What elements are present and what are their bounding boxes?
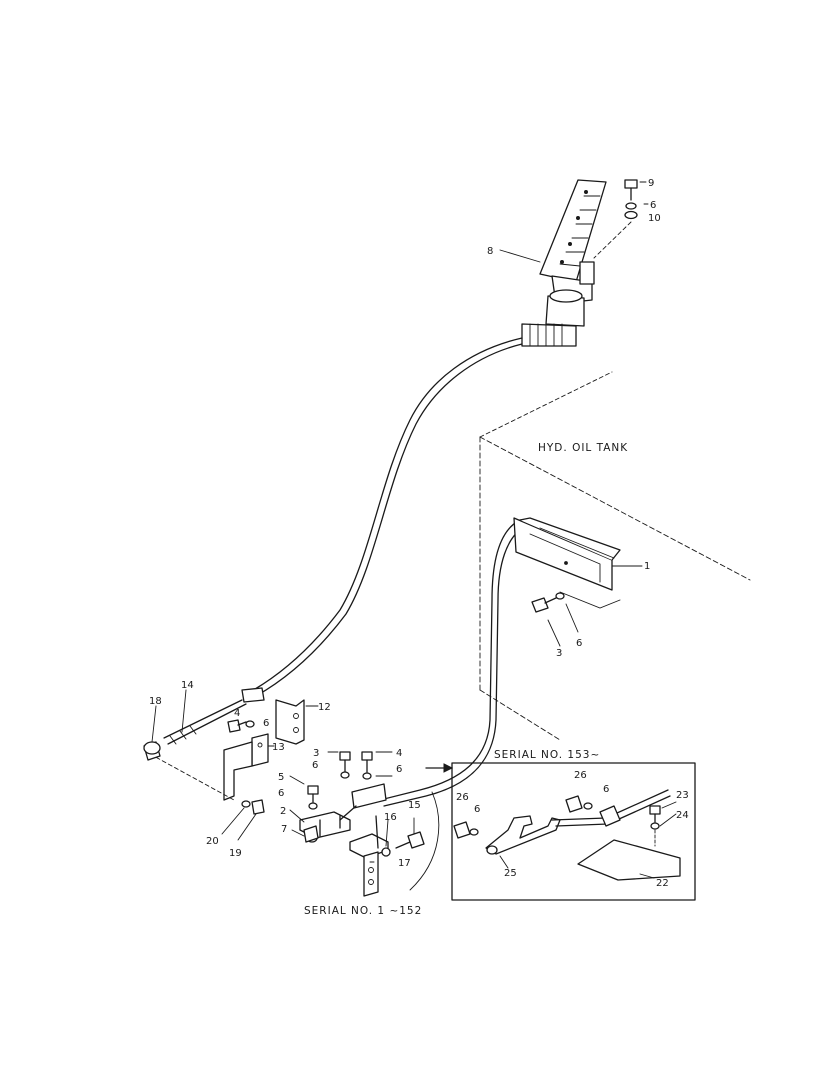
callout-6-pedal: 6 (650, 200, 656, 211)
callout-6-link-c: 6 (278, 788, 284, 799)
cable-end-rod (163, 687, 265, 745)
bolt-15 (395, 831, 425, 849)
hyd-oil-tank-outline (479, 371, 751, 741)
cable-boot (521, 323, 577, 347)
nut-7 (303, 825, 319, 843)
callout-20: 20 (206, 836, 219, 847)
bolt-stack-4-6 (361, 751, 373, 780)
tank-washer-6 (555, 592, 565, 600)
callout-26-left: 26 (456, 792, 469, 803)
rod-16 (375, 815, 379, 849)
tank-mounted-unit (513, 517, 621, 609)
mount-17 (349, 833, 389, 897)
inset-bolt-23-24 (649, 805, 661, 847)
callout-15: 15 (408, 800, 421, 811)
inset-bolt-26-left (453, 821, 479, 839)
callout-14: 14 (181, 680, 194, 691)
serial-1-152-label: SERIAL NO. 1 ~152 (304, 905, 422, 917)
callout-23: 23 (676, 790, 689, 801)
callout-2: 2 (280, 806, 286, 817)
accelerator-cable-upper-2 (255, 343, 523, 697)
bolt-stack-3-5 (307, 751, 351, 810)
callout-19: 19 (229, 848, 242, 859)
inset-plate-22 (577, 839, 681, 881)
pedal-hardware-stack (593, 179, 638, 259)
inset-bolt-26-right (565, 795, 593, 813)
callout-26-right: 26 (574, 770, 587, 781)
callout-6-link-a: 6 (312, 760, 318, 771)
serial-153-label: SERIAL NO. 153~ (494, 749, 600, 761)
callout-3-tank: 3 (556, 648, 562, 659)
serial-divider-arc (409, 791, 440, 891)
accelerator-pedal (539, 179, 607, 327)
nut-19 (251, 799, 265, 815)
callout-6-left: 6 (263, 718, 269, 729)
callout-4-left: 4 (234, 708, 240, 719)
accelerator-cable-upper (249, 337, 523, 693)
throttle-cable-lower-2 (383, 525, 527, 807)
callout-6-tank: 6 (576, 638, 582, 649)
callout-17: 17 (398, 858, 411, 869)
lever-assembly-2 (299, 783, 387, 843)
callout-18: 18 (149, 696, 162, 707)
callout-16: 16 (384, 812, 397, 823)
leader-lines (151, 181, 677, 879)
callout-9: 9 (648, 178, 654, 189)
inset-frame (451, 762, 696, 901)
bracket-12 (275, 699, 305, 745)
hyd-oil-tank-label: HYD. OIL TANK (538, 442, 628, 454)
callout-1: 1 (644, 561, 650, 572)
callout-10: 10 (648, 213, 661, 224)
callout-12: 12 (318, 702, 331, 713)
callout-25: 25 (504, 868, 517, 879)
tank-bolt-3 (531, 597, 557, 613)
inset-clip (599, 805, 621, 827)
callout-22: 22 (656, 878, 669, 889)
callout-4-link: 4 (396, 748, 402, 759)
callout-13: 13 (272, 742, 285, 753)
throttle-cable-lower (379, 519, 521, 801)
callout-8: 8 (487, 246, 493, 257)
callout-7: 7 (281, 824, 287, 835)
inset-arrow-head (443, 763, 454, 773)
cable-end-18 (143, 741, 161, 761)
callout-24: 24 (676, 810, 689, 821)
leader-bracket-13 (149, 753, 235, 801)
washer-20 (241, 800, 251, 808)
callout-6-link-b: 6 (396, 764, 402, 775)
bracket-13 (223, 733, 269, 801)
callout-5: 5 (278, 772, 284, 783)
callout-3-link: 3 (313, 748, 319, 759)
inset-lever-25 (485, 815, 561, 855)
bolt-4-washer-6-left (227, 719, 255, 733)
callout-6-inset-a: 6 (474, 804, 480, 815)
washer-16 (381, 847, 391, 857)
callout-6-inset-b: 6 (603, 784, 609, 795)
